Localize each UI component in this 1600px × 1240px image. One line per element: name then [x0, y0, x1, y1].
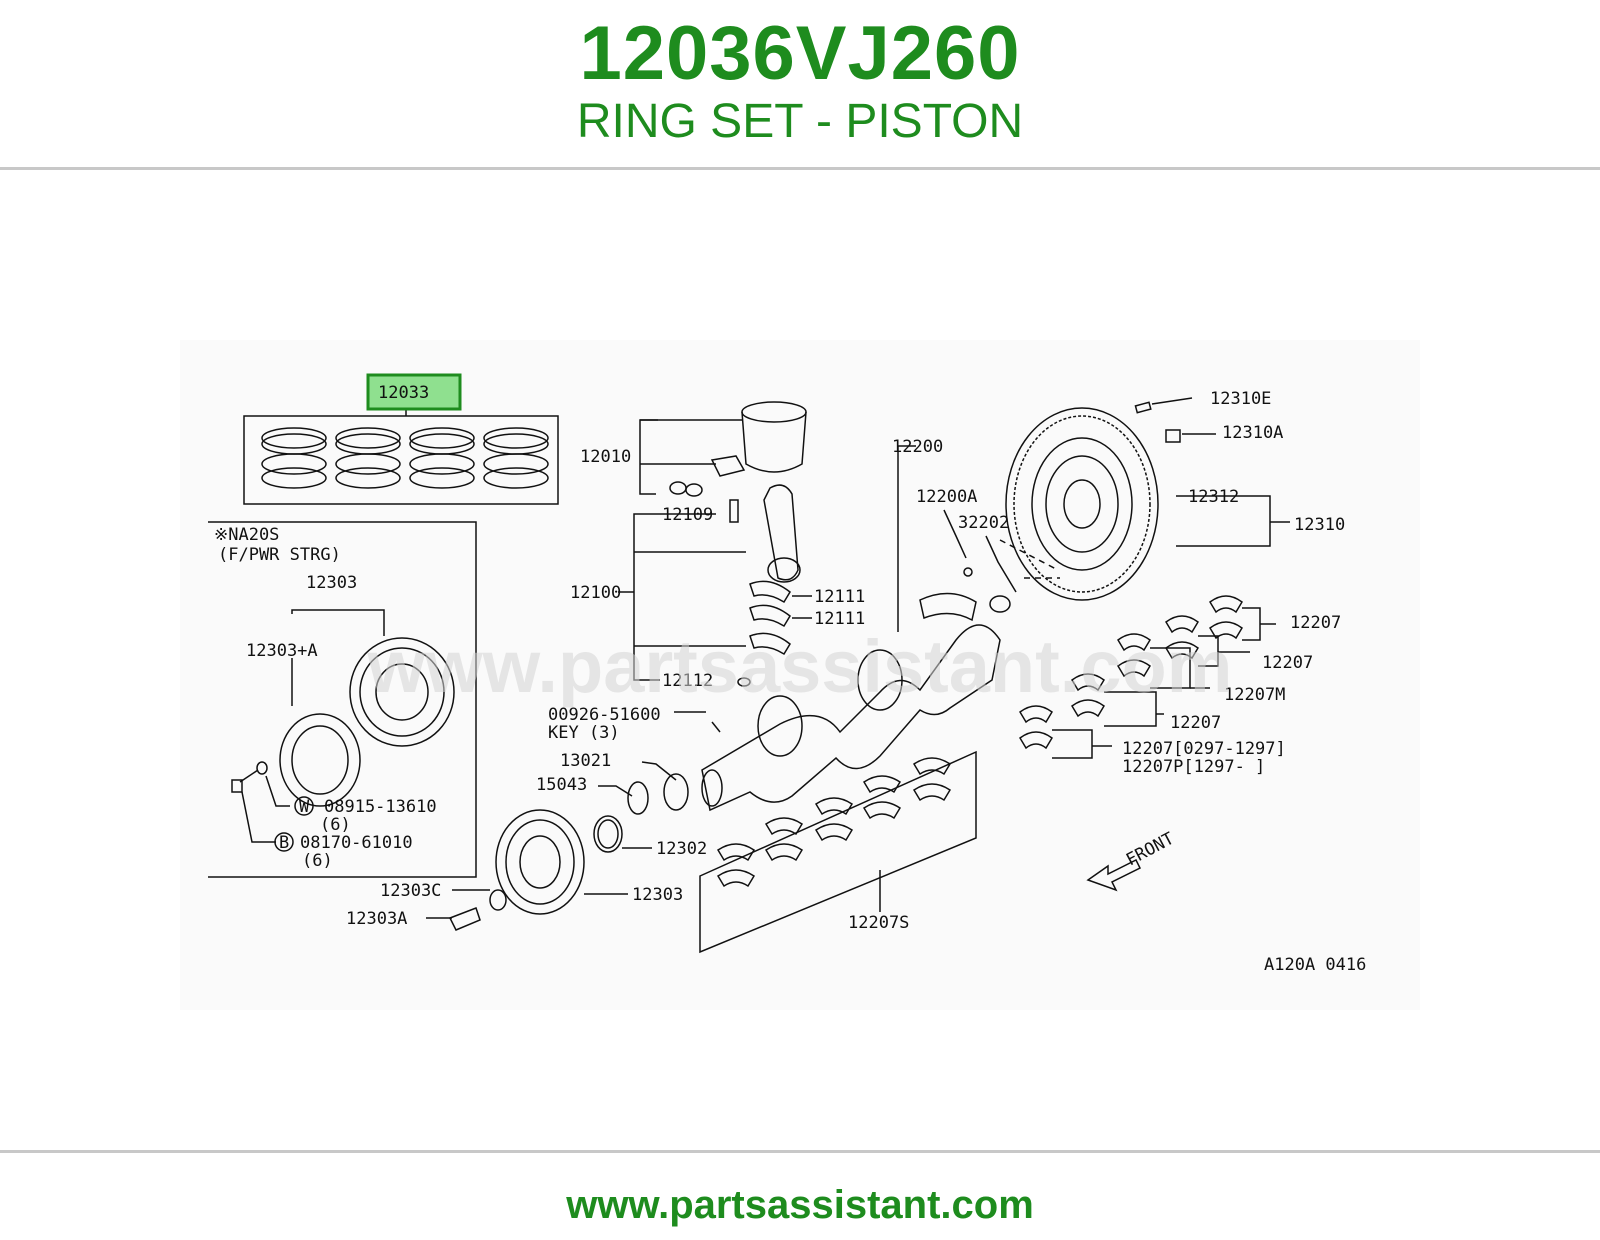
parts-diagram: 12033 ※NA20S (F/PWR STRG) 12303 12303+A … [180, 340, 1420, 1010]
inset-note-line2: (F/PWR STRG) [218, 545, 341, 565]
callout-12207-b: 12207 [1262, 653, 1313, 673]
callout-12312: 12312 [1188, 487, 1239, 507]
callout-13021: 13021 [560, 751, 611, 771]
front-arrow [1086, 858, 1142, 892]
callout-12303-plus-a: 12303+A [246, 641, 318, 661]
callout-12303c: 12303C [380, 881, 441, 901]
b-marker: B [279, 833, 289, 853]
highlight-box [366, 373, 462, 411]
header: 12036VJ260 RING SET - PISTON [0, 0, 1600, 170]
callout-12207-a: 12207 [1290, 613, 1341, 633]
callout-12109: 12109 [662, 505, 713, 525]
footer-url-link[interactable]: www.partsassistant.com [566, 1183, 1034, 1227]
callout-08915: 08915-13610 [324, 797, 437, 817]
callout-12310a: 12310A [1222, 423, 1283, 443]
callout-12303a: 12303A [346, 909, 407, 929]
ring-set-box [243, 415, 559, 505]
parts-diagram-svg: 12033 ※NA20S (F/PWR STRG) 12303 12303+A … [208, 373, 1366, 975]
callout-08170-qty: (6) [302, 851, 333, 871]
highlighted-callout-label: 12033 [378, 383, 429, 403]
front-label: FRONT [1123, 829, 1178, 871]
watermark: www.partsassistant.com [367, 625, 1233, 708]
callout-12302: 12302 [656, 839, 707, 859]
callout-12207p: 12207P[1297- ] [1122, 757, 1265, 777]
callout-12100: 12100 [570, 583, 621, 603]
footer-divider [0, 1150, 1600, 1153]
callout-12310: 12310 [1294, 515, 1345, 535]
part-name-subtitle: RING SET - PISTON [576, 95, 1024, 148]
callout-00926: 00926-51600 [548, 705, 661, 725]
main-bearings [1019, 595, 1243, 750]
callout-12112: 12112 [662, 671, 713, 691]
inset-note-line1: ※NA20S [214, 525, 279, 545]
callout-15043: 15043 [536, 775, 587, 795]
callout-key: KEY (3) [548, 723, 620, 743]
callout-32202: 32202 [958, 513, 1009, 533]
callout-08170: 08170-61010 [300, 833, 413, 853]
callout-12207m: 12207M [1224, 685, 1285, 705]
callout-12303: 12303 [632, 885, 683, 905]
callout-12207-c: 12207 [1170, 713, 1221, 733]
callout-12207-date-range: 12207[0297-1297] [1122, 739, 1286, 759]
callout-12303-inset: 12303 [306, 573, 357, 593]
callout-12010: 12010 [580, 447, 631, 467]
header-divider [0, 167, 1600, 170]
bearing-set-box [699, 750, 977, 954]
callout-12111-b: 12111 [814, 609, 865, 629]
callout-12200a: 12200A [916, 487, 977, 507]
piston-rings [261, 427, 549, 489]
callout-12111-a: 12111 [814, 587, 865, 607]
part-number-title: 12036VJ260 [579, 11, 1021, 96]
callout-12207s: 12207S [848, 913, 909, 933]
callout-08915-qty: (6) [320, 815, 351, 835]
w-marker: W [299, 797, 310, 817]
callout-12200: 12200 [892, 437, 943, 457]
diagram-code: A120A 0416 [1264, 955, 1366, 975]
callout-12310e: 12310E [1210, 389, 1271, 409]
inset-box [208, 521, 477, 878]
